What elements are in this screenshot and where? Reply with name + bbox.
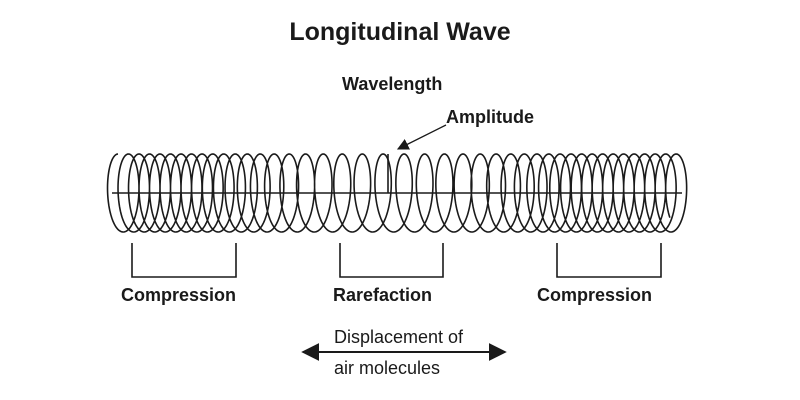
rarefaction-bracket	[339, 243, 444, 278]
compression-left-bracket	[131, 243, 237, 278]
amplitude-label: Amplitude	[446, 107, 534, 127]
rarefaction-label: Rarefaction	[333, 285, 433, 305]
displacement-label-line2: air molecules	[334, 358, 441, 378]
displacement-label-line1: Displacement of	[334, 327, 464, 347]
compression-right-bracket	[556, 243, 662, 278]
diagram-title: Longitudinal Wave	[289, 18, 511, 46]
compression-left-label: Compression	[121, 285, 237, 305]
wavelength-label: Wavelength	[342, 74, 443, 94]
amplitude-pointer-arrow	[396, 124, 447, 150]
compression-right-label: Compression	[537, 285, 653, 305]
wave-coil	[106, 153, 688, 233]
